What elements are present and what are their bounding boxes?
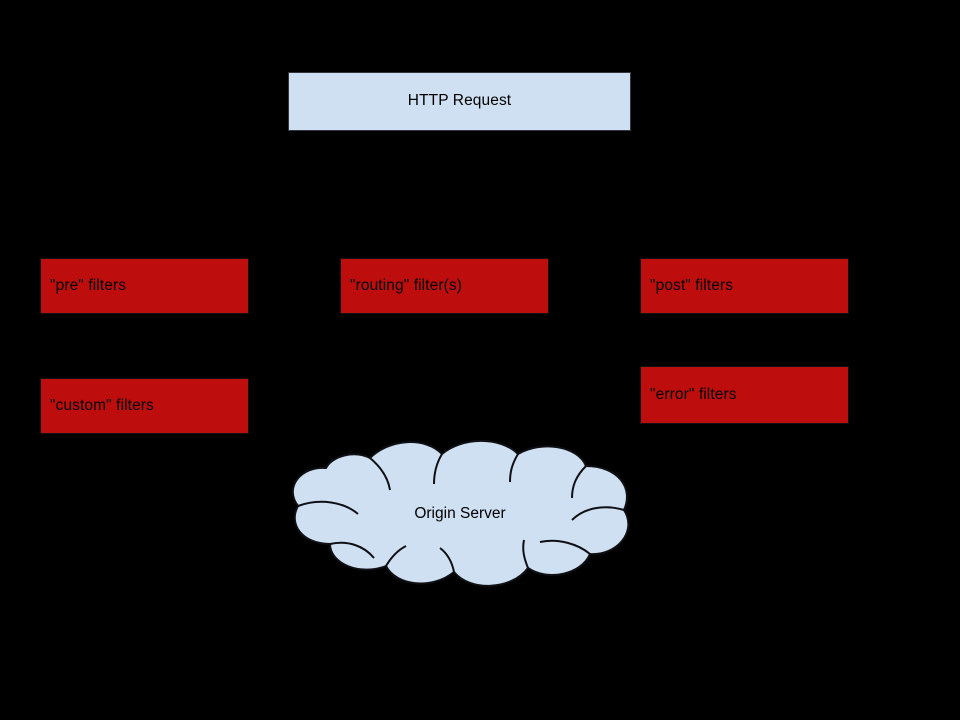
cloud-shape-icon xyxy=(291,440,630,587)
node-pre-filters[interactable]: "pre" filters xyxy=(40,258,249,314)
node-http-request[interactable]: HTTP Request xyxy=(288,72,631,131)
node-custom-filters-label: "custom" filters xyxy=(50,396,154,414)
node-post-filters-label: "post" filters xyxy=(650,276,734,294)
node-routing-filters-label: "routing" filter(s) xyxy=(350,276,462,294)
node-pre-filters-label: "pre" filters xyxy=(50,276,127,294)
node-routing-filters[interactable]: "routing" filter(s) xyxy=(340,258,549,314)
node-origin-server[interactable]: Origin Server xyxy=(286,440,634,588)
node-http-request-label: HTTP Request xyxy=(407,92,512,110)
node-post-filters[interactable]: "post" filters xyxy=(640,258,849,314)
node-error-filters[interactable]: "error" filters xyxy=(640,366,849,424)
edge-http-to-pre xyxy=(144,131,461,256)
node-custom-filters[interactable]: "custom" filters xyxy=(40,378,249,434)
node-error-filters-label: "error" filters xyxy=(650,385,737,403)
